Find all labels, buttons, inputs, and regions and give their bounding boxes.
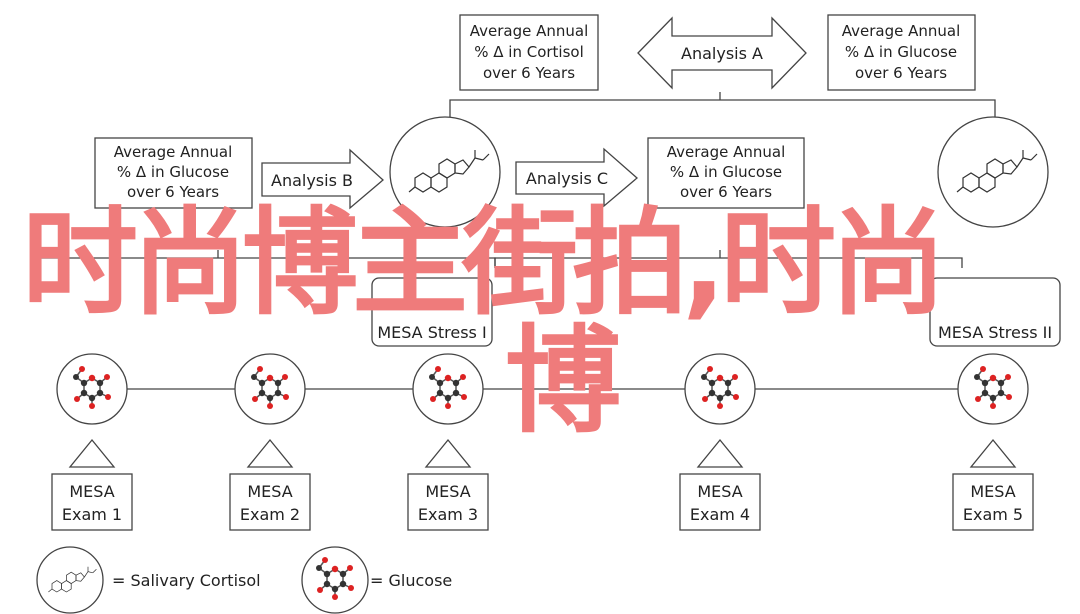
exam-number: Exam 4 [690,505,750,524]
glucose-circle [56,353,128,425]
mid-left-box: Average Annual % Δ in Glucose over 6 Yea… [94,137,253,209]
legend-glucose: = Glucose [370,571,452,590]
glucose-circle [684,353,756,425]
analysis-a-double-arrow: Analysis A [637,16,807,90]
mesa-stress-2-box: MESA Stress II [929,277,1061,347]
exam-box [51,473,133,531]
mesa-stress-1-box: MESA Stress I [371,277,493,347]
top-bracket [449,92,996,118]
exam-label: MESA [69,482,114,501]
box-line: % Δ in Glucose [117,163,229,181]
box-line: over 6 Years [127,183,219,201]
glucose-circle [957,353,1029,425]
cortisol-circle-2 [937,116,1049,228]
legend: = Salivary Cortisol = Glucose [36,546,452,614]
exam-label: MESA [697,482,742,501]
box-line: over 6 Years [855,64,947,82]
stress-1-label: MESA Stress I [377,323,486,342]
triangle-marker-icon [246,438,294,468]
legend-cortisol: = Salivary Cortisol [112,571,261,590]
analysis-b-arrow: Analysis B [261,148,384,210]
triangle-marker-icon [424,438,472,468]
exam-number: Exam 5 [963,505,1023,524]
exam-box [952,473,1034,531]
box-line: Average Annual [470,22,589,40]
analysis-c-arrow: Analysis C [515,147,638,208]
exam-box [407,473,489,531]
box-line: over 6 Years [483,64,575,82]
top-right-box: Average Annual % Δ in Glucose over 6 Yea… [827,14,976,91]
analysis-b-label: Analysis B [271,171,353,190]
glucose-circle [412,353,484,425]
exam-label: MESA [970,482,1015,501]
exam-label: MESA [425,482,470,501]
overlay-text-line1: 时尚博主街拍,时尚 [22,196,946,331]
box-line: % Δ in Cortisol [474,43,584,61]
exam-label: MESA [247,482,292,501]
box-line: Average Annual [667,143,786,161]
exam-4: MESA Exam 4 [679,353,761,531]
triangle-marker-icon [696,438,744,468]
exam-2: MESA Exam 2 [229,353,311,531]
analysis-c-label: Analysis C [526,169,608,188]
glucose-circle [234,353,306,425]
triangle-marker-icon [969,438,1017,468]
exam-5: MESA Exam 5 [952,353,1034,531]
box-line: % Δ in Glucose [670,163,782,181]
exam-1: MESA Exam 1 [51,353,133,531]
stress2-bracket [494,250,963,268]
exam-3: MESA Exam 3 [407,353,489,531]
box-line: Average Annual [842,22,961,40]
triangle-marker-icon [68,438,116,468]
stress-2-label: MESA Stress II [938,323,1052,342]
exam-number: Exam 1 [62,505,122,524]
top-left-box: Average Annual % Δ in Cortisol over 6 Ye… [459,14,599,91]
overlay-text-line2: 博 [505,314,621,449]
analysis-a-label: Analysis A [681,44,763,63]
box-line: Average Annual [114,143,233,161]
exam-box [229,473,311,531]
exam-number: Exam 3 [418,505,478,524]
exam-box [679,473,761,531]
box-line: % Δ in Glucose [845,43,957,61]
box-line: over 6 Years [680,183,772,201]
cortisol-circle-1 [389,116,501,228]
exam-number: Exam 2 [240,505,300,524]
mid-right-box: Average Annual % Δ in Glucose over 6 Yea… [647,137,805,209]
